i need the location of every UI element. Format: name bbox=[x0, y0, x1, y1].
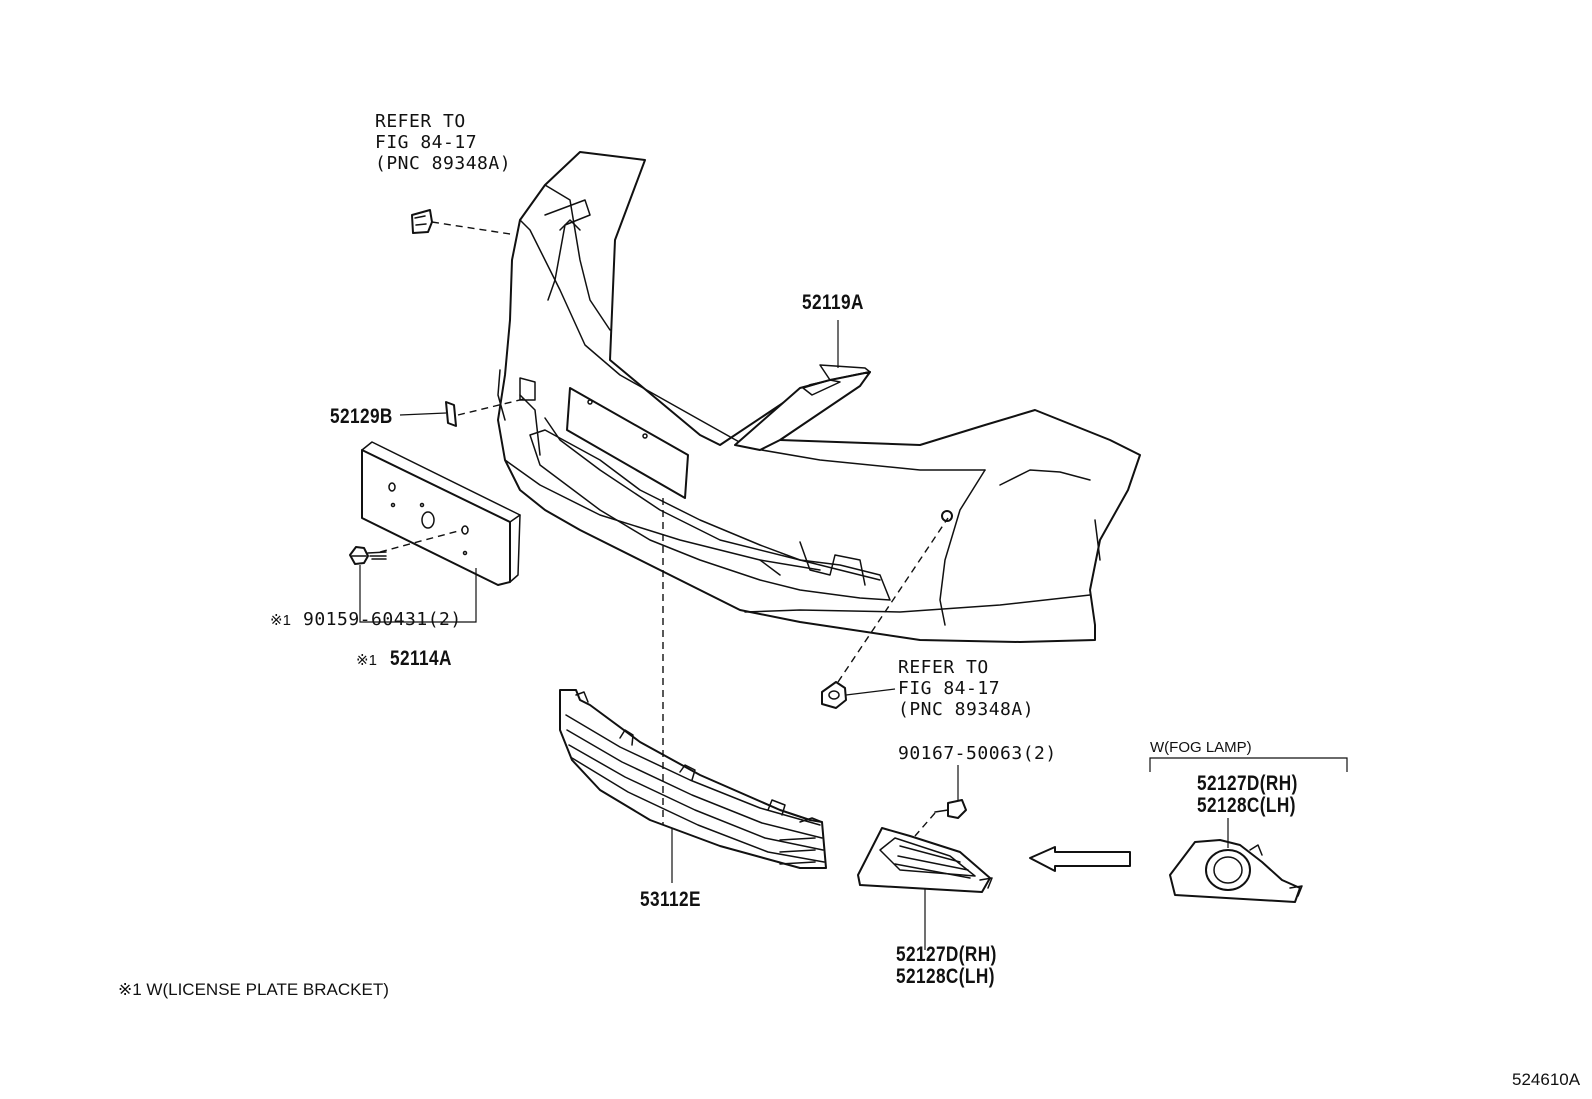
clip-bottom[interactable] bbox=[821, 681, 847, 709]
label-cover-52127D[interactable]: 52127D(RH) bbox=[896, 943, 997, 966]
figure-id: 524610A bbox=[1512, 1070, 1581, 1089]
screw-90159[interactable] bbox=[349, 546, 387, 565]
fog-cover-with-hole[interactable] bbox=[1169, 839, 1303, 903]
refer-bottom-line1: REFER TO bbox=[898, 657, 989, 678]
part-52129B[interactable] bbox=[445, 401, 457, 427]
bumper-cover[interactable] bbox=[497, 151, 1141, 643]
label-90159-60431[interactable]: 90159-60431(2) bbox=[303, 609, 462, 630]
fog-lamp-header: W(FOG LAMP) bbox=[1150, 739, 1252, 756]
clip-top[interactable] bbox=[411, 209, 433, 234]
refer-bottom-line3: (PNC 89348A) bbox=[898, 699, 1035, 720]
label-fog-52128C[interactable]: 52128C(LH) bbox=[1197, 794, 1296, 817]
label-52114A[interactable]: 52114A bbox=[390, 647, 452, 670]
label-fog-52127D[interactable]: 52127D(RH) bbox=[1197, 772, 1298, 795]
label-cover-52128C[interactable]: 52128C(LH) bbox=[896, 965, 995, 988]
refer-top-line2: FIG 84-17 bbox=[375, 132, 478, 153]
fog-cover-plain[interactable] bbox=[857, 827, 993, 893]
label-53112E[interactable]: 53112E bbox=[640, 888, 701, 911]
label-90167-50063[interactable]: 90167-50063(2) bbox=[898, 743, 1057, 764]
refer-top-line1: REFER TO bbox=[375, 111, 466, 132]
mark1-90159: ※1 bbox=[270, 612, 291, 629]
mark1-52114A: ※1 bbox=[356, 652, 377, 669]
screw-90167[interactable] bbox=[934, 799, 967, 819]
direction-arrow bbox=[1029, 846, 1131, 872]
footnote: ※1 W(LICENSE PLATE BRACKET) bbox=[118, 980, 389, 999]
label-52129B[interactable]: 52129B bbox=[330, 405, 393, 428]
lower-grille[interactable] bbox=[559, 689, 827, 869]
label-52119A[interactable]: 52119A bbox=[802, 291, 864, 314]
refer-bottom-line2: FIG 84-17 bbox=[898, 678, 1001, 699]
refer-top-line3: (PNC 89348A) bbox=[375, 153, 512, 174]
license-plate-bracket[interactable] bbox=[361, 441, 521, 586]
